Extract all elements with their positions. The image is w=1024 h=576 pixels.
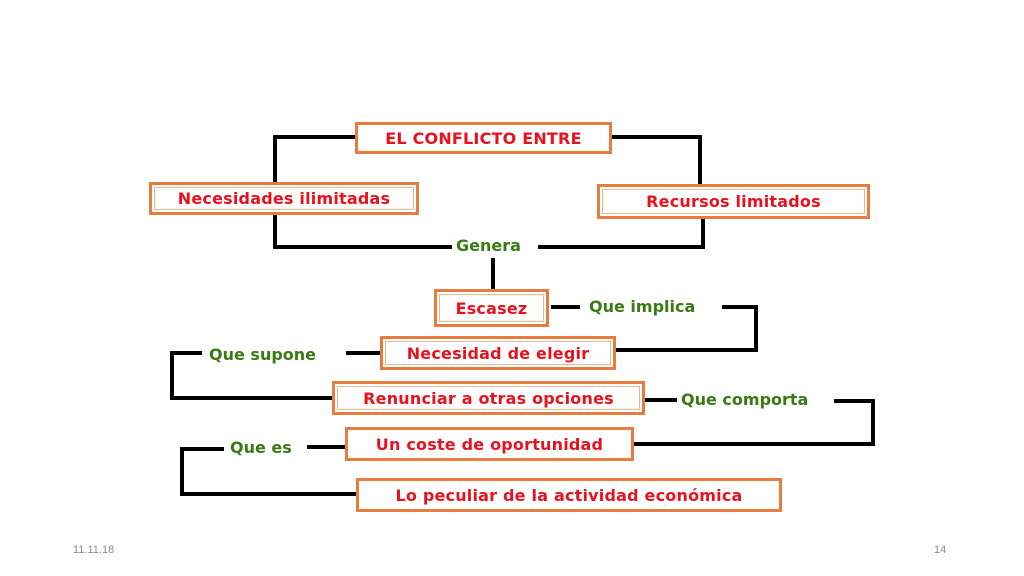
choose-text: Necesidad de elegir	[406, 343, 590, 363]
connector-conflict-needs	[273, 135, 357, 184]
scarcity-box: Escasez	[434, 289, 549, 327]
conflict-text: EL CONFLICTO ENTRE	[385, 128, 582, 148]
genera-label: Genera	[452, 236, 525, 255]
renounce-text: Renunciar a otras opciones	[363, 388, 614, 408]
que-supone-label: Que supone	[205, 345, 321, 364]
scarcity-text: Escasez	[455, 298, 528, 318]
needs-box: Necesidades ilimitadas	[149, 182, 419, 215]
connector-conflict-resources	[610, 135, 702, 187]
connector-comporta-cost	[632, 399, 875, 446]
connector-resources-genera	[538, 218, 705, 249]
peculiar-text: Lo peculiar de la actividad económica	[395, 485, 743, 505]
peculiar-box: Lo peculiar de la actividad económica	[356, 478, 782, 512]
choose-box: Necesidad de elegir	[380, 336, 616, 370]
cost-box: Un coste de oportunidad	[345, 427, 634, 461]
que-es-label: Que es	[226, 438, 296, 457]
cost-text: Un coste de oportunidad	[375, 434, 604, 454]
footer-page-number: 14	[934, 544, 947, 556]
resources-text: Recursos limitados	[646, 192, 821, 211]
que-comporta-label: Que comporta	[677, 390, 813, 409]
footer-date: 11.11.18	[73, 544, 115, 556]
needs-text: Necesidades ilimitadas	[177, 189, 391, 208]
connector-es-peculiar	[180, 447, 358, 496]
renounce-box: Renunciar a otras opciones	[332, 381, 645, 415]
connector-supone-renounce	[170, 351, 336, 400]
resources-box: Recursos limitados	[597, 184, 870, 219]
connector-implica-choose	[614, 305, 758, 352]
connector-needs-genera	[273, 211, 452, 249]
que-implica-label: Que implica	[585, 297, 700, 316]
conflict-box: EL CONFLICTO ENTRE	[355, 122, 612, 154]
